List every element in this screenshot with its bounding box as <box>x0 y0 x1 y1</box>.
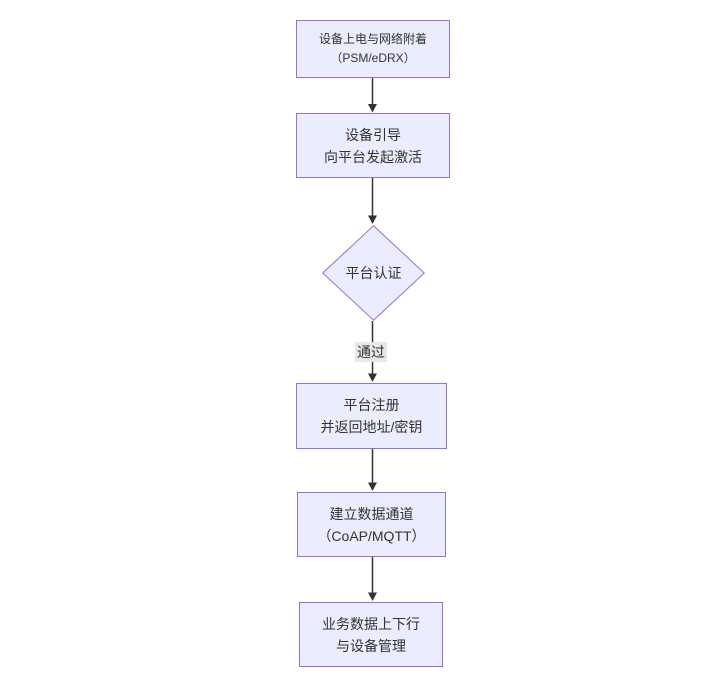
node-platform-auth: 平台认证 <box>322 225 425 321</box>
node-device-attach-line2: （PSM/eDRX） <box>330 51 416 65</box>
node-platform-auth-label: 平台认证 <box>345 265 402 281</box>
node-business-data-line2: 与设备管理 <box>336 637 406 654</box>
node-device-bootstrap: 设备引导 向平台发起激活 <box>296 113 450 178</box>
arrow-channel-to-business <box>368 557 377 601</box>
node-business-data: 业务数据上下行 与设备管理 <box>299 602 443 667</box>
node-device-attach: 设备上电与网络附着 （PSM/eDRX） <box>296 20 450 78</box>
node-platform-register-line1: 平台注册 <box>343 397 400 413</box>
node-data-channel-line2: （CoAP/MQTT） <box>317 527 426 544</box>
arrow-register-to-channel <box>368 449 377 491</box>
arrow-bootstrap-to-auth <box>368 178 377 224</box>
node-device-attach-line1: 设备上电与网络附着 <box>318 32 427 46</box>
arrow-attach-to-bootstrap <box>368 78 377 113</box>
node-device-bootstrap-line2: 向平台发起激活 <box>324 148 422 165</box>
node-platform-register: 平台注册 并返回地址/密钥 <box>296 383 447 449</box>
diamond-shape-icon <box>322 225 425 321</box>
node-data-channel: 建立数据通道 （CoAP/MQTT） <box>297 492 446 557</box>
node-data-channel-line1: 建立数据通道 <box>329 505 414 522</box>
node-device-bootstrap-line1: 设备引导 <box>345 126 401 143</box>
edge-label-pass: 通过 <box>355 342 387 362</box>
node-business-data-line1: 业务数据上下行 <box>322 615 420 632</box>
node-platform-register-line2: 并返回地址/密钥 <box>320 419 423 435</box>
